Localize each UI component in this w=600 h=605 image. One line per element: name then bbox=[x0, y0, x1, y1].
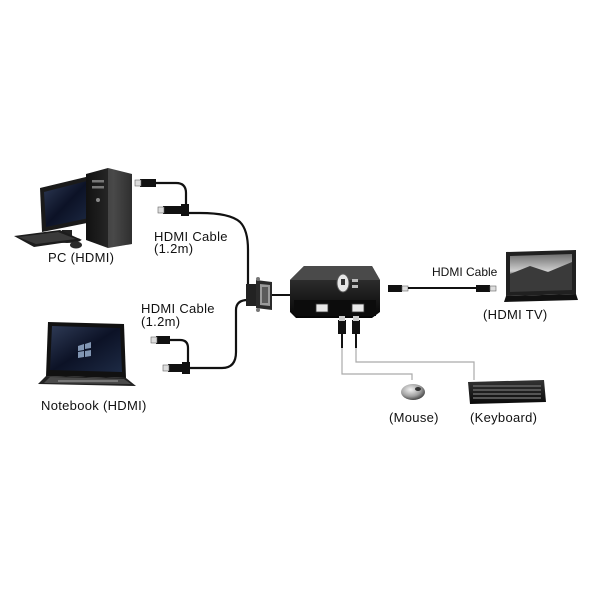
keyboard-icon bbox=[468, 380, 546, 404]
cable-notebook-label-line2: (1.2m) bbox=[141, 314, 181, 329]
notebook-laptop-icon bbox=[38, 322, 136, 386]
pc-computer-icon bbox=[14, 168, 132, 249]
hdmi-connector-notebook-upper bbox=[150, 336, 170, 344]
usb-cable-lines bbox=[341, 348, 475, 380]
kvm-switch-box bbox=[290, 266, 380, 318]
hdmi-cable-tv bbox=[388, 285, 497, 292]
pc-label: PC (HDMI) bbox=[48, 250, 115, 265]
tv-label: (HDMI TV) bbox=[483, 307, 548, 322]
cable-pc-label-line1: HDMI Cable bbox=[154, 229, 228, 244]
hdmi-connector-pc-upper bbox=[134, 179, 156, 187]
dual-link-connector-icon bbox=[246, 277, 292, 312]
usb-plug-keyboard bbox=[352, 316, 360, 348]
hdmi-connector-notebook-lower bbox=[162, 362, 190, 374]
notebook-label: Notebook (HDMI) bbox=[41, 398, 147, 413]
tv-monitor-icon bbox=[504, 250, 578, 302]
mouse-label: (Mouse) bbox=[389, 410, 439, 425]
keyboard-label: (Keyboard) bbox=[470, 410, 538, 425]
hdmi-cable-notebook bbox=[166, 298, 250, 370]
usb-plug-mouse bbox=[338, 316, 346, 348]
cable-notebook-label-line1: HDMI Cable bbox=[141, 301, 215, 316]
cable-pc-label-line2: (1.2m) bbox=[154, 241, 194, 256]
hdmi-connector-pc-lower bbox=[157, 204, 189, 216]
mouse-icon bbox=[401, 384, 425, 400]
cable-tv-label: HDMI Cable bbox=[432, 265, 498, 279]
